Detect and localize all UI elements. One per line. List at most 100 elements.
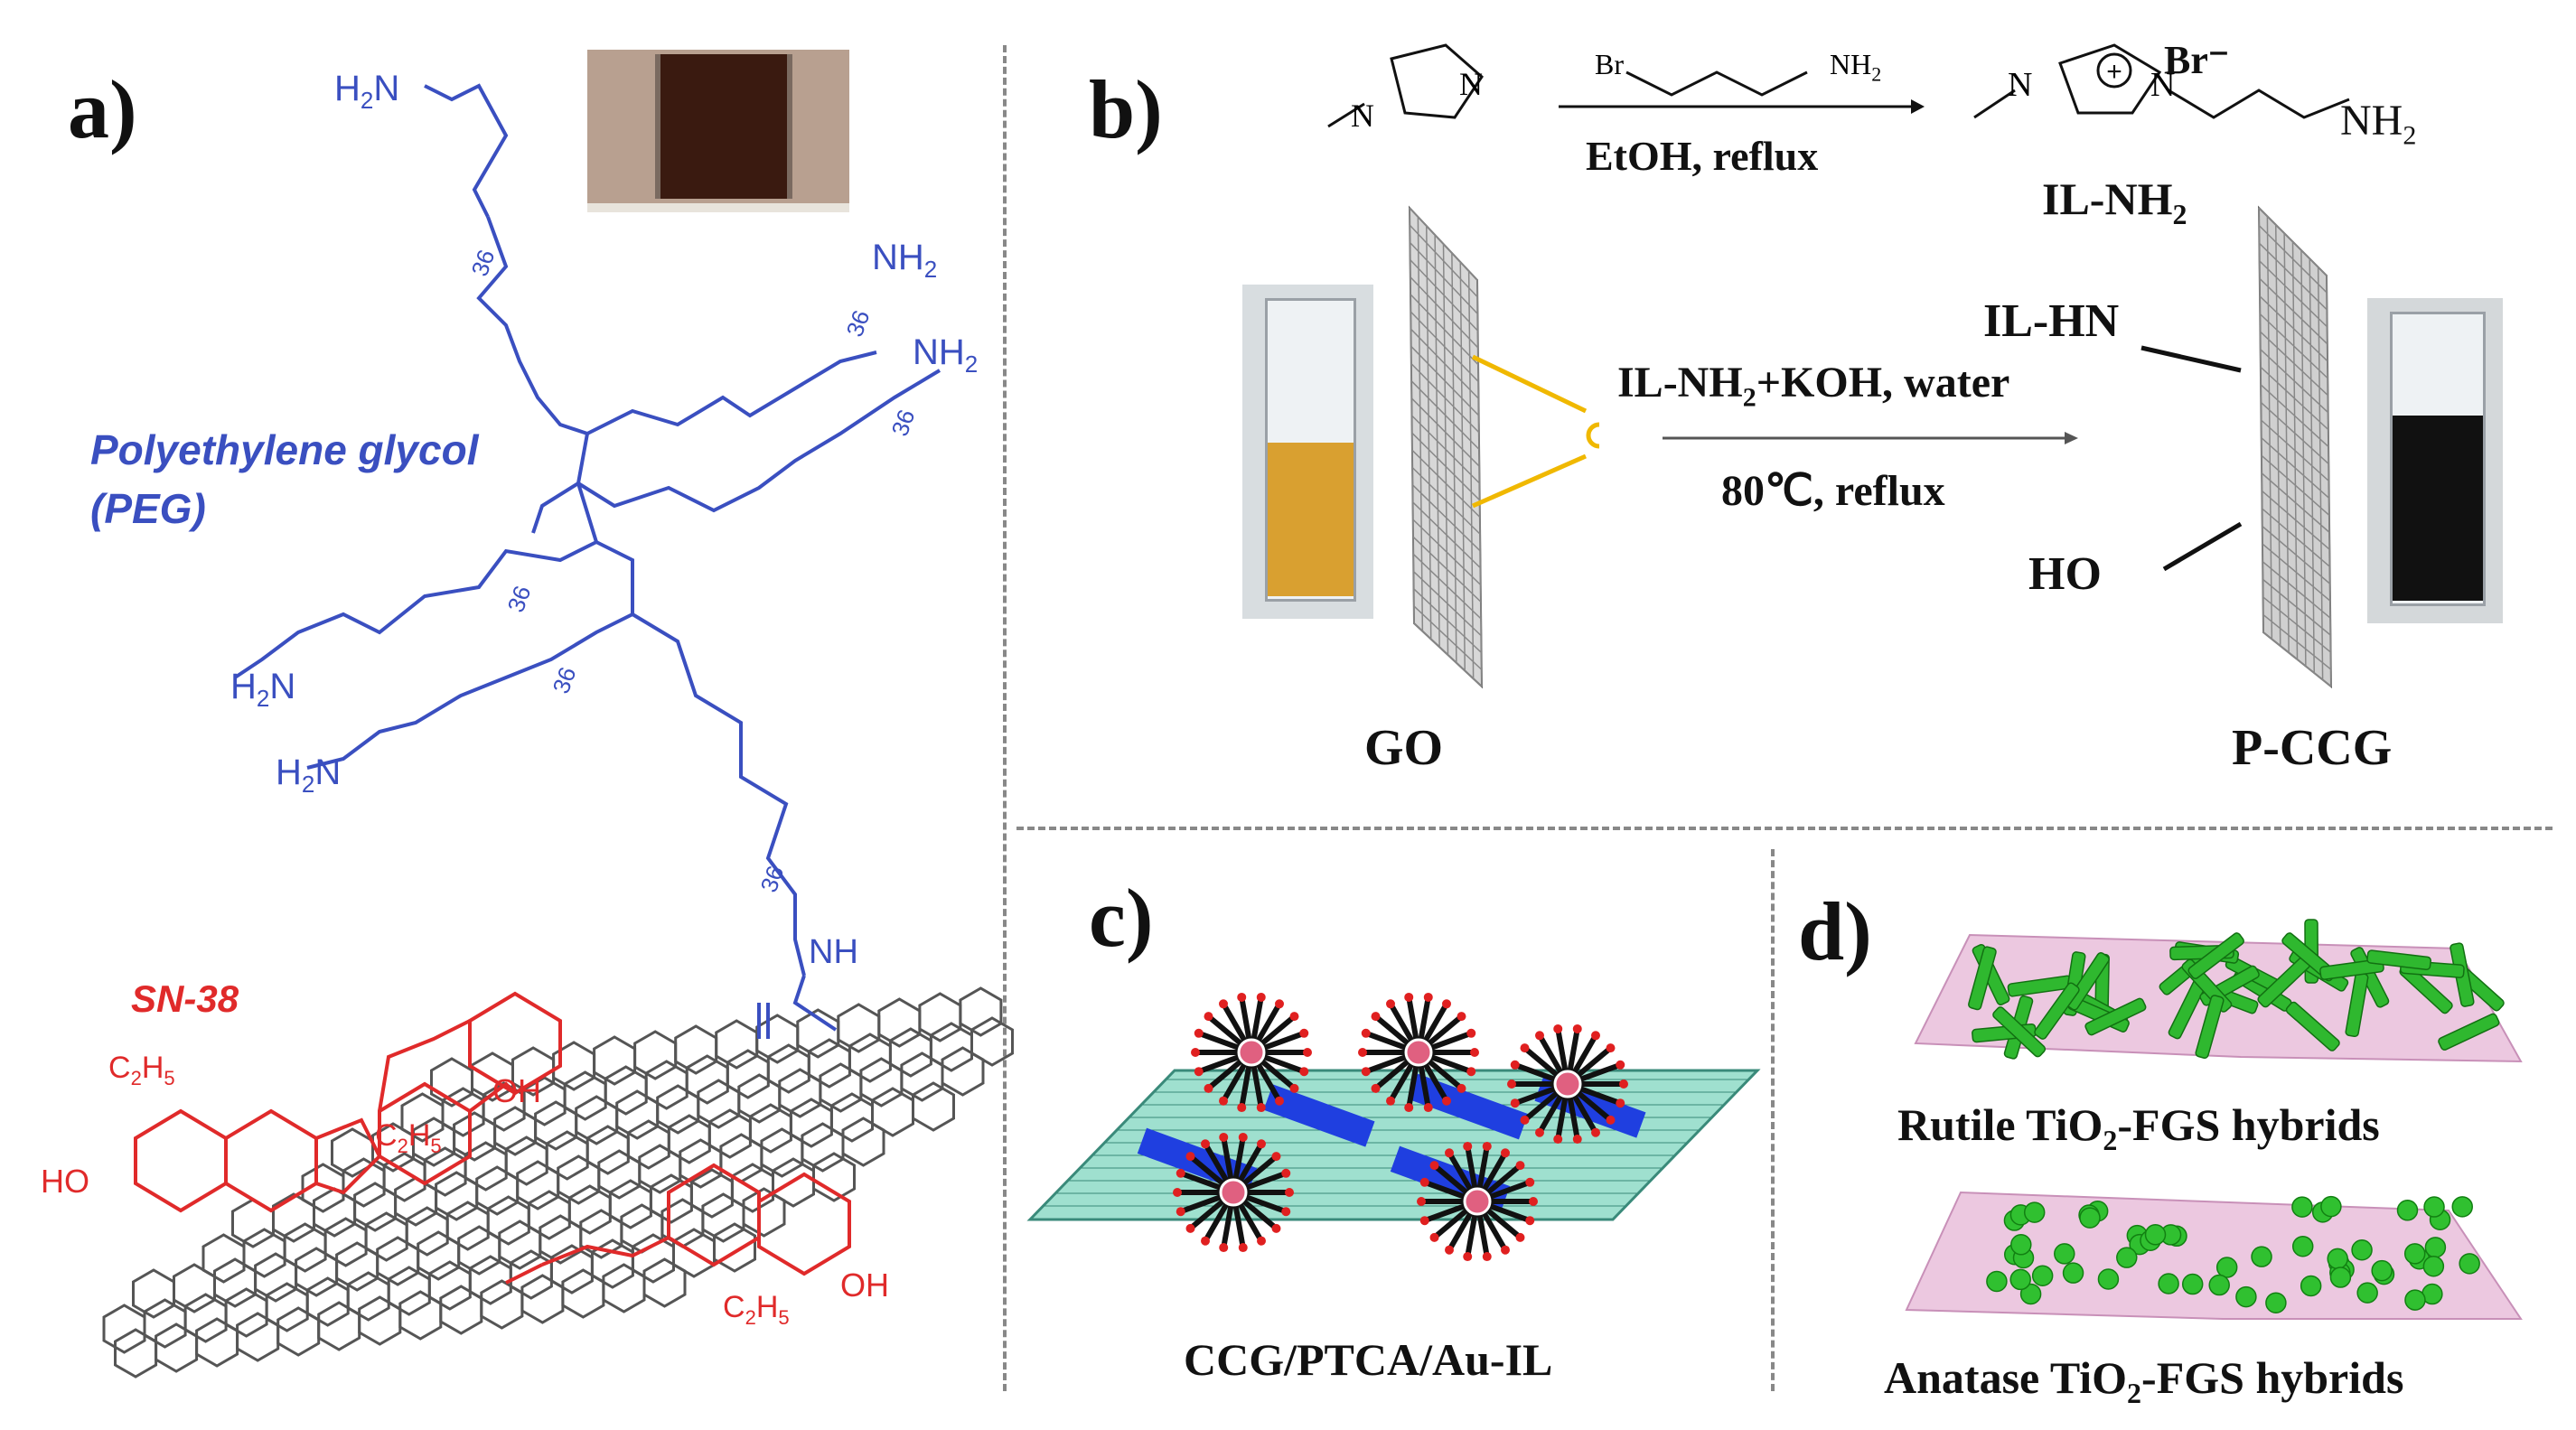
anatase-particles — [1986, 1195, 2480, 1313]
il-end-group — [1256, 1103, 1266, 1113]
graphene-hexagon — [819, 1062, 863, 1113]
il-end-group — [1445, 1245, 1454, 1255]
divider-vertical-left — [1003, 45, 1007, 1391]
imidazole-n-1: N — [1351, 98, 1374, 134]
anatase-particle — [2097, 1268, 2120, 1290]
il-end-group — [1423, 992, 1433, 1002]
graphene-hexagon — [132, 1268, 175, 1319]
graphene-hexagon — [224, 1287, 268, 1338]
graphene-hexagon — [323, 1217, 368, 1267]
graphene-hexagon — [642, 1257, 687, 1308]
graphene-hexagon — [405, 1206, 449, 1257]
pccg-sheet-grid — [2258, 207, 2332, 687]
il-end-group — [1271, 1223, 1281, 1233]
il-end-group — [1219, 1132, 1229, 1142]
graphene-hexagon — [742, 1187, 786, 1238]
graphene-hexagon — [615, 1089, 660, 1140]
il-end-group — [1482, 1252, 1492, 1262]
panel-d-letter: d) — [1798, 885, 1872, 977]
reagent-br-label: Br — [1595, 48, 1624, 80]
il-end-group — [1289, 1083, 1299, 1093]
il-end-group — [1238, 1132, 1248, 1142]
il-end-group — [1361, 1028, 1371, 1038]
graphene-hexagon — [685, 1054, 729, 1105]
anatase-particle — [2265, 1292, 2287, 1313]
anatase-particle — [2019, 1283, 2042, 1305]
graphene-hexagon — [400, 1092, 445, 1143]
il-end-group — [1173, 1188, 1182, 1197]
ho-label-a: HO — [41, 1163, 89, 1200]
il-end-group — [1219, 999, 1228, 1009]
il-end-group — [1457, 1012, 1466, 1022]
graphene-hexagon — [567, 1184, 612, 1235]
il-end-group — [1176, 1207, 1185, 1217]
graphene-hexagon — [272, 1192, 315, 1243]
anatase-particle — [2291, 1235, 2314, 1257]
il-end-group — [1619, 1080, 1628, 1089]
graphene-hexagon — [697, 1079, 741, 1129]
nh2-label-right-2: NH2 — [913, 332, 979, 378]
anatase-particle — [2079, 1207, 2101, 1229]
il-end-group — [1361, 1067, 1371, 1077]
il-end-group — [1419, 1216, 1429, 1226]
graphene-hexagon — [201, 1233, 246, 1284]
graphene-hexagon — [301, 1163, 345, 1213]
graphene-hexagon — [545, 1130, 589, 1181]
h2n-label-left-1: H2N — [230, 667, 296, 712]
graphene-hexagon — [715, 1019, 759, 1070]
il-end-group — [1219, 1096, 1228, 1106]
il-end-group — [1219, 1243, 1229, 1253]
graphene-hexagon — [959, 986, 1003, 1037]
il-end-group — [1299, 1067, 1309, 1077]
arrow2-bottom-label: 80℃, reflux — [1721, 467, 1945, 515]
il-end-group — [1386, 999, 1395, 1009]
il-end-group — [1237, 992, 1247, 1002]
graphene-hexagon — [295, 1247, 339, 1297]
il-end-group — [1185, 1223, 1195, 1233]
graphene-hexagon — [504, 1136, 548, 1186]
il-end-group — [1501, 1148, 1510, 1158]
graphene-hexagon — [593, 1035, 637, 1086]
graphene-hexagon — [766, 1043, 810, 1094]
sn38-molecule — [134, 991, 851, 1285]
il-end-group — [1466, 1067, 1476, 1077]
graphene-hexagon — [387, 1266, 431, 1316]
il-end-group — [1299, 1028, 1309, 1038]
anatase-particle — [2251, 1246, 2272, 1267]
graphene-hexagon — [590, 1238, 634, 1289]
graphene-hexagon — [520, 1274, 565, 1324]
il-end-group — [1423, 1103, 1433, 1113]
epoxide-groups — [1471, 354, 1600, 509]
graphene-hexagon — [464, 1141, 508, 1192]
graphene-hexagon — [382, 1152, 426, 1202]
il-end-group — [1445, 1148, 1454, 1158]
anatase-particle — [2062, 1262, 2084, 1284]
il-end-group — [1463, 1252, 1473, 1262]
graphene-hexagon — [812, 1152, 856, 1202]
graphene-hexagon — [516, 1160, 560, 1210]
graphene-hexagon — [353, 1182, 398, 1232]
graphene-hexagon — [730, 1163, 774, 1213]
rutile-rod — [2034, 982, 2080, 1040]
au-il-particles — [1173, 992, 1628, 1262]
anatase-particle — [2351, 1239, 2373, 1261]
graphene-hexagon — [563, 1070, 607, 1121]
nh2-label-right-1: NH2 — [872, 238, 938, 283]
graphene-hexagon — [468, 1255, 512, 1305]
graphene-hexagon — [358, 1295, 402, 1346]
graphene-hexagon — [626, 1119, 670, 1170]
graphene-hexagon — [417, 1230, 461, 1281]
graphene-hexagon — [631, 1233, 675, 1284]
au-core — [1219, 1178, 1248, 1207]
il-end-group — [1606, 1115, 1616, 1125]
graphene-hexagon — [527, 1190, 571, 1240]
peg-label-line1: Polyethylene glycol — [90, 426, 479, 473]
anatase-particle — [2356, 1282, 2378, 1304]
graphene-hexagon — [638, 1144, 682, 1194]
rutile-rod — [1968, 946, 1997, 1011]
graphene-hexagon — [900, 1051, 944, 1102]
graphene-hexagon — [482, 1081, 526, 1132]
graphene-hexagon — [929, 1022, 973, 1072]
il-end-group — [1520, 1043, 1530, 1053]
